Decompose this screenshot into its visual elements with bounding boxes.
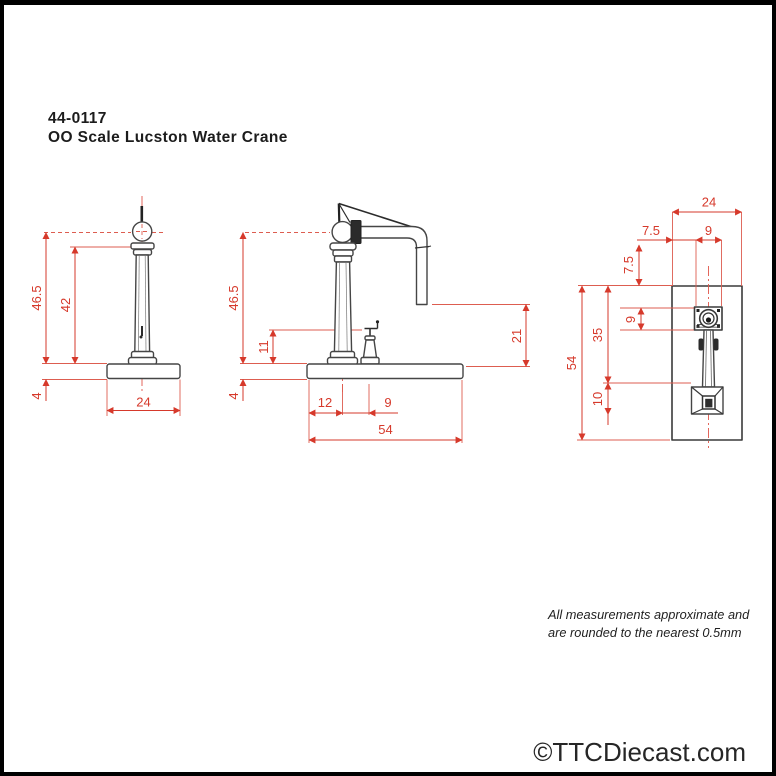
- front-view: 46.5 42 4 24: [29, 196, 181, 416]
- note-line-2: are rounded to the nearest 0.5mm: [548, 625, 742, 640]
- pivot-lug: [713, 338, 719, 351]
- drain-funnel: [690, 386, 724, 415]
- dim-side-column-offset: 12: [318, 395, 332, 410]
- front-extension-lines: [42, 232, 181, 416]
- pipe-joint: [414, 245, 430, 249]
- plan-crane-drawing: [690, 306, 724, 415]
- jib-mast: [337, 203, 341, 223]
- measurement-note: All measurements approximate and are rou…: [547, 607, 750, 640]
- pivot-lug: [698, 338, 704, 351]
- pivot-box: [350, 220, 362, 244]
- dim-plan-base-width: 24: [702, 195, 716, 210]
- watermark: ©TTCDiecast.com: [533, 737, 746, 767]
- dim-plan-drain-size: 10: [590, 392, 605, 406]
- product-code: 44-0117: [48, 110, 107, 127]
- ball-joint: [331, 220, 354, 244]
- column-cap: [132, 248, 153, 256]
- title-block: 44-0117 OO Scale Lucston Water Crane: [48, 110, 288, 146]
- dim-side-base-thickness: 4: [226, 392, 241, 399]
- side-view: 46.5 4 11 21 12 9 54: [226, 202, 530, 444]
- front-crane-drawing: [106, 206, 181, 380]
- dim-side-valve-height: 11: [256, 340, 271, 354]
- base-slab: [306, 363, 464, 380]
- tie-rod: [338, 202, 419, 230]
- jib-arm-plan: [701, 329, 716, 388]
- plan-extension-lines: [577, 212, 742, 441]
- note-line-1: All measurements approximate and: [547, 607, 750, 622]
- product-name: OO Scale Lucston Water Crane: [48, 129, 288, 146]
- dim-side-valve-offset: 9: [384, 395, 391, 410]
- dim-plan-edge-offset-v: 7.5: [621, 256, 636, 274]
- plan-dimension-lines: [578, 208, 743, 441]
- column: [333, 261, 353, 353]
- dim-side-overall-height: 46.5: [226, 285, 241, 310]
- ball-collar: [130, 242, 155, 250]
- dim-side-pipe-drop: 21: [509, 329, 524, 343]
- dim-front-column-height: 42: [58, 298, 73, 312]
- jib-arm-pipe: [351, 225, 428, 306]
- dim-plan-flange-width: 9: [705, 223, 712, 238]
- ball-flange: [329, 242, 357, 251]
- dim-front-base-width: 24: [136, 395, 150, 410]
- dim-side-base-length: 54: [378, 422, 392, 437]
- dim-front-overall-height: 46.5: [29, 285, 44, 310]
- front-dimension-lines: [42, 231, 181, 414]
- side-extension-lines: [240, 232, 530, 443]
- base-slab: [106, 363, 181, 380]
- dim-plan-flange-depth: 9: [623, 316, 638, 323]
- dim-plan-flange-to-drain: 35: [590, 328, 605, 342]
- dim-front-base-thickness: 4: [29, 392, 44, 399]
- plan-view: 24 7.5 9 7.5 9 35 10 54: [564, 195, 743, 448]
- side-dimension-lines: [239, 231, 530, 444]
- water-valve: [360, 320, 380, 365]
- dim-plan-base-length: 54: [564, 356, 579, 370]
- side-crane-drawing: [306, 202, 464, 380]
- dim-plan-edge-offset-h: 7.5: [642, 223, 660, 238]
